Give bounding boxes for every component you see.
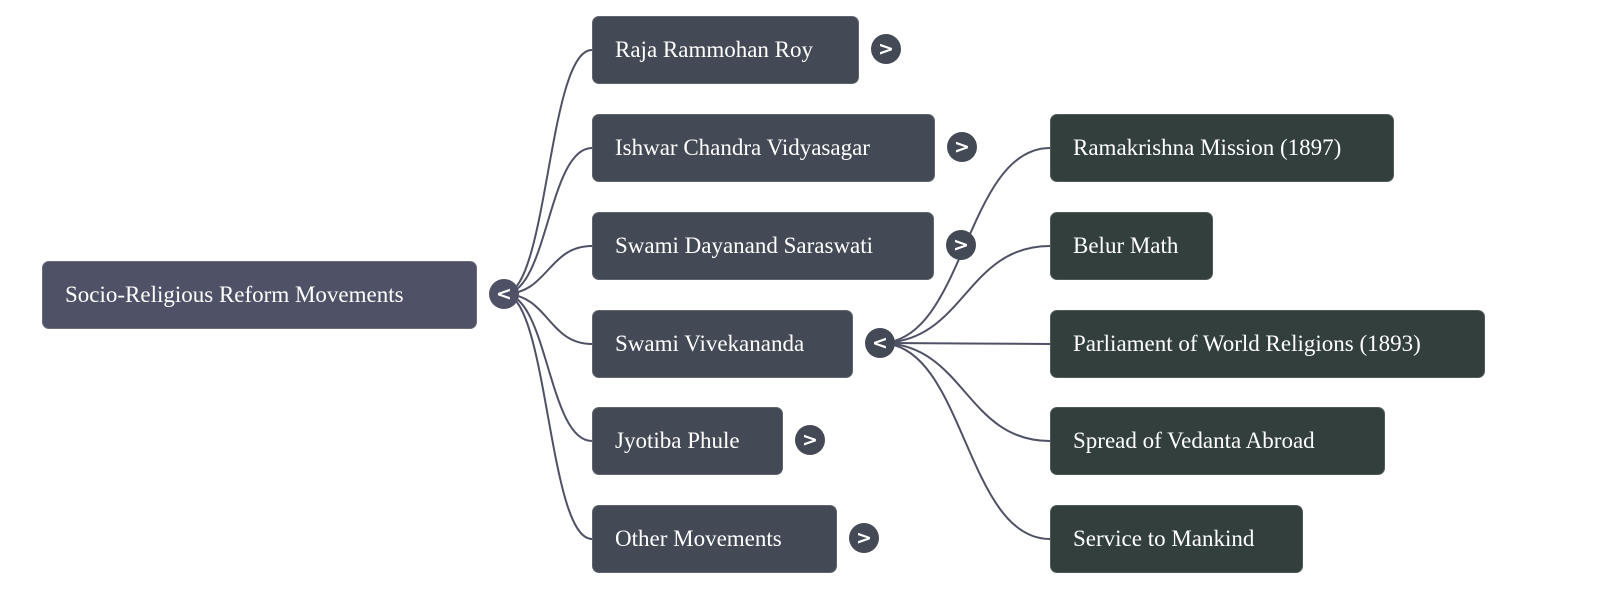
node-swami-vivekananda[interactable]: Swami Vivekananda bbox=[592, 310, 853, 378]
node-label: Belur Math bbox=[1073, 233, 1179, 258]
node-label: Raja Rammohan Roy bbox=[615, 37, 814, 62]
node-ramakrishna-mission[interactable]: Ramakrishna Mission (1897) bbox=[1050, 114, 1394, 182]
node-label: Jyotiba Phule bbox=[615, 428, 740, 453]
node-parliament-of-world-religions[interactable]: Parliament of World Religions (1893) bbox=[1050, 310, 1485, 378]
link-root-to-child-1 bbox=[503, 147, 593, 295]
root-node[interactable]: Socio-Religious Reform Movements bbox=[42, 261, 477, 329]
node-spread-of-vedanta-abroad[interactable]: Spread of Vedanta Abroad bbox=[1050, 407, 1385, 475]
link-vivekananda-to-child-2 bbox=[879, 342, 1051, 345]
expand-toggle-jyotiba-phule[interactable]: > bbox=[795, 425, 825, 455]
node-jyotiba-phule[interactable]: Jyotiba Phule bbox=[592, 407, 783, 475]
node-ishwar-chandra-vidyasagar[interactable]: Ishwar Chandra Vidyasagar bbox=[592, 114, 935, 182]
link-root-to-child-5 bbox=[503, 293, 593, 540]
node-label: Spread of Vedanta Abroad bbox=[1073, 428, 1315, 453]
link-vivekananda-to-child-1 bbox=[879, 245, 1051, 344]
collapse-toggle-root[interactable]: < bbox=[489, 279, 519, 309]
node-label: Swami Dayanand Saraswati bbox=[615, 233, 874, 258]
node-raja-rammohan-roy[interactable]: Raja Rammohan Roy bbox=[592, 16, 859, 84]
expand-toggle-other-movements[interactable]: > bbox=[849, 523, 879, 553]
expand-toggle-swami-dayanand-saraswati[interactable]: > bbox=[946, 230, 976, 260]
link-vivekananda-to-child-4 bbox=[879, 342, 1051, 540]
link-root-to-child-0 bbox=[503, 49, 593, 295]
expand-toggle-ishwar-chandra-vidyasagar[interactable]: > bbox=[947, 132, 977, 162]
node-other-movements[interactable]: Other Movements bbox=[592, 505, 837, 573]
node-label: Ramakrishna Mission (1897) bbox=[1073, 135, 1342, 160]
node-label: Ishwar Chandra Vidyasagar bbox=[615, 135, 870, 160]
node-swami-dayanand-saraswati[interactable]: Swami Dayanand Saraswati bbox=[592, 212, 934, 280]
expand-toggle-raja-rammohan-roy[interactable]: > bbox=[871, 34, 901, 64]
link-root-to-child-4 bbox=[503, 293, 593, 442]
node-label: Service to Mankind bbox=[1073, 526, 1255, 551]
collapse-toggle-swami-vivekananda[interactable]: < bbox=[865, 328, 895, 358]
node-label: Swami Vivekananda bbox=[615, 331, 805, 356]
link-vivekananda-to-child-3 bbox=[879, 342, 1051, 442]
node-service-to-mankind[interactable]: Service to Mankind bbox=[1050, 505, 1303, 573]
root-node-label: Socio-Religious Reform Movements bbox=[65, 282, 404, 307]
node-label: Other Movements bbox=[615, 526, 782, 551]
node-belur-math[interactable]: Belur Math bbox=[1050, 212, 1213, 280]
node-label: Parliament of World Religions (1893) bbox=[1073, 331, 1421, 356]
